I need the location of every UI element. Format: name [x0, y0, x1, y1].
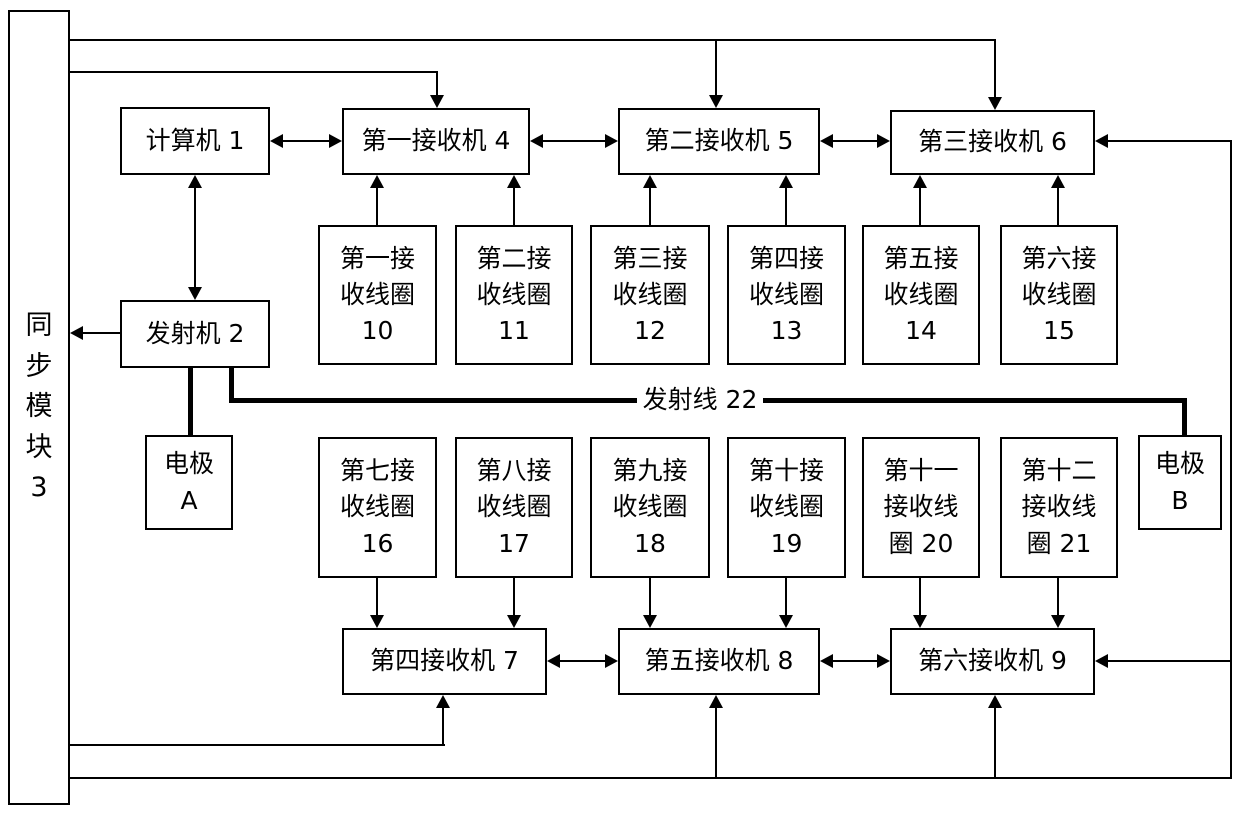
- arrow-coil13-to-receiver5-icon: [779, 175, 793, 188]
- receiver-6-box: 第三接收机 6: [890, 110, 1095, 175]
- line-coil12-to-receiver5: [649, 188, 651, 225]
- line-computer-transmitter: [194, 188, 196, 287]
- line-coil21-to-receiver9: [1057, 578, 1059, 615]
- coil-17-box: 第八接 收线圈 17: [455, 437, 573, 578]
- coil-16-box: 第七接 收线圈 16: [318, 437, 437, 578]
- arrow-coil20-to-receiver9-icon: [913, 615, 927, 628]
- line-sync-to-receiver9: [994, 708, 996, 779]
- arrow-coil15-to-receiver6-icon: [1051, 175, 1065, 188]
- arrow-coil18-to-receiver8-icon: [643, 615, 657, 628]
- arrow-into-receiver9-bottom-icon: [988, 695, 1002, 708]
- arrow-computer-transmitter-down-icon: [188, 287, 202, 300]
- arrow-into-receiver5-top-icon: [709, 95, 723, 108]
- coil-21-box: 第十二 接收线 圈 21: [1000, 437, 1118, 578]
- electrode-a-box: 电极 A: [145, 435, 233, 530]
- coil-13-box: 第四接 收线圈 13: [727, 225, 846, 365]
- line-coil19-to-receiver8: [785, 578, 787, 615]
- arrow-transmitter-to-sync-icon: [70, 326, 83, 340]
- arrow-receiver5-receiver6-right-icon: [877, 134, 890, 148]
- line-sync-top-1: [70, 39, 996, 41]
- line-transmitter-to-sync: [83, 332, 120, 334]
- receiver-4-box: 第一接收机 4: [342, 108, 530, 175]
- coil-10-box: 第一接 收线圈 10: [318, 225, 437, 365]
- line-sync-to-receiver6: [994, 39, 996, 99]
- arrow-into-receiver9-right-icon: [1095, 654, 1108, 668]
- transmit-line-drop: [229, 368, 234, 400]
- line-right-to-receiver9: [1108, 660, 1232, 662]
- sync-module-box: 同 步 模 块 3: [8, 10, 70, 805]
- arrow-coil10-to-receiver4-icon: [370, 175, 384, 188]
- arrow-into-receiver8-bottom-icon: [709, 695, 723, 708]
- coil-19-box: 第十接 收线圈 19: [727, 437, 846, 578]
- arrow-receiver5-receiver6-left-icon: [820, 134, 833, 148]
- arrow-coil19-to-receiver8-icon: [779, 615, 793, 628]
- arrow-into-receiver7-bottom-icon: [436, 695, 450, 708]
- arrow-receiver8-receiver9-left-icon: [820, 654, 833, 668]
- transmit-line-label: 发射线 22: [637, 381, 763, 418]
- transmit-line-to-electrode-b: [1182, 398, 1187, 435]
- arrow-into-receiver4-top-icon: [430, 95, 444, 108]
- arrow-coil16-to-receiver7-icon: [370, 615, 384, 628]
- arrow-coil17-to-receiver7-icon: [507, 615, 521, 628]
- line-coil17-to-receiver7: [513, 578, 515, 615]
- arrow-computer-receiver4-right-icon: [329, 134, 342, 148]
- transmitter-box: 发射机 2: [120, 300, 270, 368]
- arrow-coil21-to-receiver9-icon: [1051, 615, 1065, 628]
- receiver-9-box: 第六接收机 9: [890, 628, 1095, 695]
- computer-box: 计算机 1: [120, 107, 270, 175]
- arrow-receiver4-receiver5-left-icon: [530, 134, 543, 148]
- line-computer-receiver4: [283, 140, 329, 142]
- receiver-5-box: 第二接收机 5: [618, 108, 820, 175]
- line-sync-to-receiver7: [442, 708, 444, 746]
- line-sync-to-receiver5: [715, 39, 717, 97]
- line-receiver5-receiver6: [833, 140, 877, 142]
- coil-11-box: 第二接 收线圈 11: [455, 225, 573, 365]
- transmit-line-to-electrode-a: [188, 368, 193, 435]
- line-right-to-receiver6: [1108, 140, 1232, 142]
- arrow-receiver4-receiver5-right-icon: [605, 134, 618, 148]
- arrow-transmitter-computer-up-icon: [188, 175, 202, 188]
- coil-14-box: 第五接 收线圈 14: [862, 225, 980, 365]
- line-coil15-to-receiver6: [1057, 188, 1059, 225]
- arrow-coil11-to-receiver4-icon: [507, 175, 521, 188]
- electrode-b-box: 电极 B: [1138, 435, 1222, 530]
- line-sync-top-2: [70, 71, 438, 73]
- line-receiver8-receiver9: [833, 660, 877, 662]
- line-receiver4-receiver5: [543, 140, 605, 142]
- arrow-into-receiver6-top-icon: [988, 97, 1002, 110]
- line-sync-bottom-1: [70, 744, 445, 746]
- coil-12-box: 第三接 收线圈 12: [590, 225, 710, 365]
- coil-20-box: 第十一 接收线 圈 20: [862, 437, 980, 578]
- arrow-computer-receiver4-left-icon: [270, 134, 283, 148]
- arrow-receiver7-receiver8-right-icon: [605, 654, 618, 668]
- line-coil14-to-receiver6: [919, 188, 921, 225]
- line-sync-bottom-2: [70, 777, 1232, 779]
- line-receiver7-receiver8: [560, 660, 605, 662]
- receiver-7-box: 第四接收机 7: [342, 628, 547, 695]
- line-coil20-to-receiver9: [919, 578, 921, 615]
- receiver-8-box: 第五接收机 8: [618, 628, 820, 695]
- line-coil16-to-receiver7: [376, 578, 378, 615]
- line-coil13-to-receiver5: [785, 188, 787, 225]
- arrow-coil14-to-receiver6-icon: [913, 175, 927, 188]
- line-coil18-to-receiver8: [649, 578, 651, 615]
- line-sync-to-receiver8: [715, 708, 717, 779]
- line-sync-to-receiver4: [436, 71, 438, 97]
- arrow-receiver8-receiver9-right-icon: [877, 654, 890, 668]
- coil-18-box: 第九接 收线圈 18: [590, 437, 710, 578]
- arrow-coil12-to-receiver5-icon: [643, 175, 657, 188]
- arrow-receiver7-receiver8-left-icon: [547, 654, 560, 668]
- coil-15-box: 第六接 收线圈 15: [1000, 225, 1118, 365]
- line-coil11-to-receiver4: [513, 188, 515, 225]
- arrow-into-receiver6-right-icon: [1095, 134, 1108, 148]
- line-right-vertical: [1230, 140, 1232, 779]
- line-coil10-to-receiver4: [376, 188, 378, 225]
